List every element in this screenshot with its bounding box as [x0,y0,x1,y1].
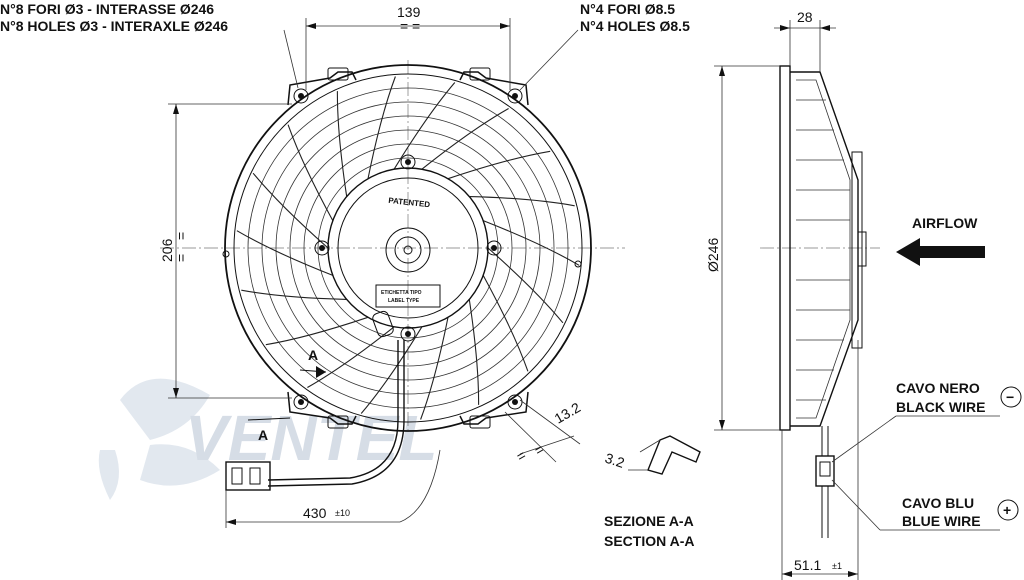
dim-depth-value: 28 [797,9,813,25]
grille-spoke [265,316,369,346]
svg-text:=: = [412,18,420,34]
label-type-en: LABEL TYPE [388,298,420,304]
section-title-it: SEZIONE A-A [604,513,694,529]
minus-icon: − [1006,389,1014,405]
note-small-holes-en: N°8 HOLES Ø3 - INTERAXLE Ø246 [0,18,228,34]
grille-spoke [393,82,456,170]
grille-spoke [241,289,347,300]
grille-spokes [236,76,580,420]
dim-depth: 28 [774,9,836,72]
grille-spoke [468,299,480,405]
airflow-label: AIRFLOW [912,215,978,231]
dim-cable-length: 430 ±10 [225,449,441,528]
dim-diameter-value: Ø246 [705,238,721,272]
mounting-hole [507,394,523,410]
dim-cable-length-value: 430 [303,505,327,521]
dim-side-height: 206 = = [159,103,292,399]
dim-top-width: 139 == [305,4,511,90]
mounting-hole [293,88,309,104]
dim-diameter: Ø246 [705,65,780,431]
blue-wire-it: CAVO BLU [902,495,974,511]
section-marker: A A [247,347,327,443]
section-title-en: SECTION A-A [604,533,694,549]
svg-text:=: = [400,18,408,34]
grille-spoke [236,230,334,276]
patented-text: PATENTED [388,196,431,209]
grille-spoke [487,247,564,324]
grille-rings [247,87,569,409]
grille-spoke [482,275,529,372]
note-small-holes: N°8 FORI Ø3 - INTERASSE Ø246 N°8 HOLES Ø… [0,1,299,89]
fan-side-view [760,65,880,538]
airflow-indicator: AIRFLOW [896,215,985,266]
note-large-holes-it: N°4 FORI Ø8.5 [580,1,675,17]
grille-spoke [420,317,449,420]
svg-text:=: = [173,232,189,240]
dim-overall-depth-value: 51.1 [794,557,821,573]
label-type-it: ETICHETTA TIPO [381,290,422,296]
dim-side-height-value: 206 [159,238,175,262]
airflow-arrow-icon [896,238,985,266]
grille-spoke [360,326,423,414]
svg-text:=: = [532,441,547,459]
mounting-hole [293,394,309,410]
note-large-holes: N°4 FORI Ø8.5 N°4 HOLES Ø8.5 [519,1,690,91]
dim-angle-value: 13.2 [552,399,584,427]
black-wire-it: CAVO NERO [896,380,980,396]
svg-text:=: = [173,254,189,262]
grille-spoke [447,150,551,180]
section-marker-upper: A [308,347,318,363]
section-detail: 3.2 SEZIONE A-A SECTION A-A [603,435,701,549]
callout-black-wire: CAVO NERO BLACK WIRE − [831,380,1022,463]
grille-spoke [367,76,396,179]
svg-text:=: = [514,447,529,465]
black-wire-en: BLACK WIRE [896,399,985,415]
blue-wire-en: BLUE WIRE [902,513,981,529]
dim-overall-depth: 51.1 ±1 [781,340,859,580]
grille-spoke [336,91,348,197]
grille-spoke [469,196,575,207]
plus-icon: + [1003,502,1011,518]
wire-connector [225,461,271,491]
grille-spoke [482,220,580,266]
section-marker-lower: A [258,427,268,443]
callout-blue-wire: CAVO BLU BLUE WIRE + [831,479,1019,531]
grille-spoke [307,326,395,388]
note-large-holes-en: N°4 HOLES Ø8.5 [580,18,690,34]
motor-hub: PATENTED ETICHETTA TIPO LABEL TYPE [314,154,502,342]
mounting-hole [507,88,523,104]
grille-spoke [287,124,334,221]
dim-overall-depth-tol: ±1 [832,561,842,571]
section-dim-value: 3.2 [603,450,627,471]
grille-spoke [252,172,329,249]
watermark-text: VENTEL [185,402,437,474]
grille-spoke [421,108,509,170]
note-small-holes-it: N°8 FORI Ø3 - INTERASSE Ø246 [0,1,214,17]
fan-front-view: PATENTED ETICHETTA TIPO LABEL TYPE A [160,60,625,491]
dim-top-width-value: 139 [397,4,421,20]
dim-cable-length-tol: ±10 [335,508,350,518]
